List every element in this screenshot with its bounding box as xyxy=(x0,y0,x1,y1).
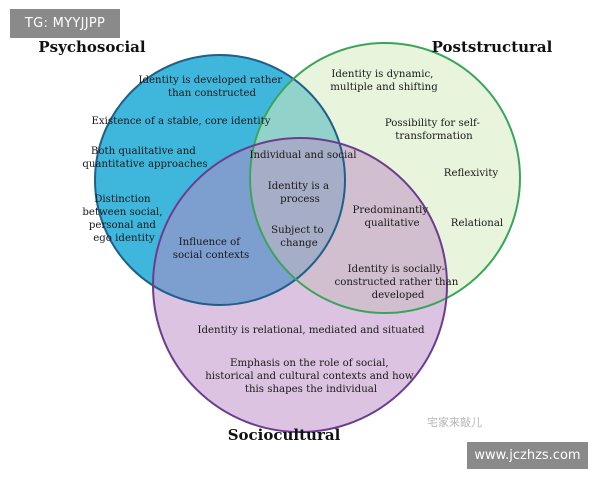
circle-outlines xyxy=(94,42,521,433)
sociocultural-circle xyxy=(153,138,447,432)
overlap-socially-constructed: Identity is socially- constructed rather… xyxy=(334,264,461,301)
psychosocial-title: Psychosocial xyxy=(38,38,145,56)
post-relational: Relational xyxy=(451,218,503,229)
post-self-transformation: Possibility for self- transformation xyxy=(385,118,483,142)
circle-fills xyxy=(95,43,520,432)
psy-stable-core-identity: Existence of a stable, core identity xyxy=(91,116,270,127)
poststructural-outline xyxy=(249,42,521,314)
site-url-badge: www.jczhzs.com xyxy=(467,442,588,469)
psy-qual-quant-approaches: Both qualitative and quantitative approa… xyxy=(82,146,207,170)
overlap-individual-and-social: Individual and social xyxy=(249,150,356,161)
post-dynamic-multiple: Identity is dynamic, multiple and shifti… xyxy=(330,69,438,93)
overlap-influence-social-contexts: Influence of social contexts xyxy=(173,237,250,261)
poststructural-title: Poststructural xyxy=(432,38,553,56)
sociocultural-title: Sociocultural xyxy=(228,426,341,444)
telegram-tag: TG: MYYJJPP xyxy=(10,9,120,38)
psy-developed-not-constructed: Identity is developed rather than constr… xyxy=(138,75,285,99)
sociocultural-outline xyxy=(152,137,448,433)
post-reflexivity: Reflexivity xyxy=(444,168,499,179)
overlap-predominantly-qualitative: Predominantly qualitative xyxy=(353,205,432,229)
watermark-text: 宅家来敲儿 xyxy=(427,416,482,429)
socio-relational-mediated-situated: Identity is relational, mediated and sit… xyxy=(197,325,425,336)
socio-social-historical-contexts: Emphasis on the role of social, historic… xyxy=(205,358,417,395)
psy-social-personal-ego: Distinction between social, personal and… xyxy=(82,194,165,244)
center-subject-to-change: Subject to change xyxy=(271,225,327,249)
center-identity-is-process: Identity is a process xyxy=(268,181,333,205)
psychosocial-outline xyxy=(94,54,346,306)
